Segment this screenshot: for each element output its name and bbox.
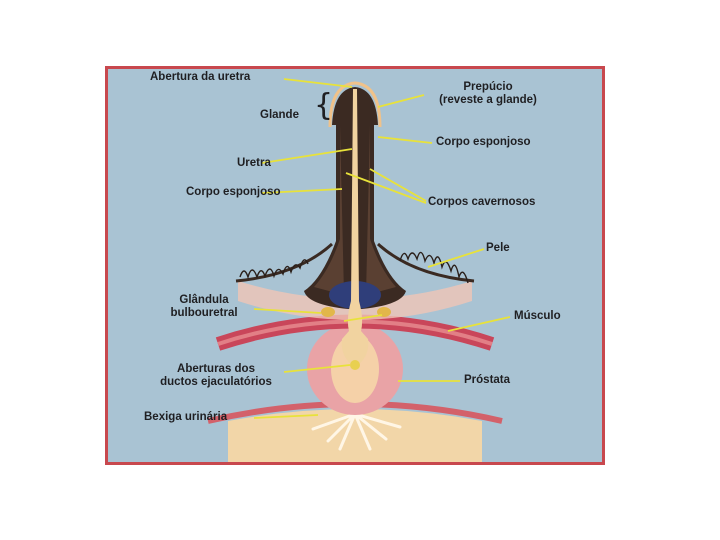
label-aberturas-line2: ductos ejaculatórios bbox=[146, 376, 286, 389]
label-prepucio-line1: Prepúcio bbox=[428, 81, 548, 94]
label-corpos-cavernosos: Corpos cavernosos bbox=[428, 196, 535, 209]
pubic-hair-left bbox=[240, 260, 308, 277]
label-glandula-line1: Glândula bbox=[156, 294, 252, 307]
label-pele: Pele bbox=[486, 242, 510, 255]
anatomy-illustration bbox=[108, 69, 602, 462]
diagram-frame: Abertura da uretra Prepúcio (reveste a g… bbox=[105, 66, 605, 465]
ejaculatory-opening bbox=[350, 360, 360, 370]
label-corpo-esponjoso-top: Corpo esponjoso bbox=[436, 136, 531, 149]
label-prepucio: Prepúcio (reveste a glande) bbox=[428, 81, 548, 107]
label-musculo: Músculo bbox=[514, 310, 561, 323]
label-bexiga-urinaria: Bexiga urinária bbox=[144, 411, 227, 424]
glande-brace: { bbox=[314, 91, 333, 121]
bulbourethral-gland-left bbox=[321, 307, 335, 317]
label-uretra: Uretra bbox=[237, 157, 271, 170]
label-glandula-line2: bulbouretral bbox=[156, 307, 252, 320]
label-abertura-uretra: Abertura da uretra bbox=[150, 71, 250, 84]
label-aberturas-line1: Aberturas dos bbox=[146, 363, 286, 376]
label-glandula-bulbouretral: Glândula bulbouretral bbox=[156, 294, 252, 320]
label-prostata: Próstata bbox=[464, 374, 510, 387]
label-glande: Glande bbox=[260, 109, 299, 122]
label-aberturas-ductos: Aberturas dos ductos ejaculatórios bbox=[146, 363, 286, 389]
label-corpo-esponjoso-left: Corpo esponjoso bbox=[186, 186, 281, 199]
label-prepucio-line2: (reveste a glande) bbox=[428, 94, 548, 107]
